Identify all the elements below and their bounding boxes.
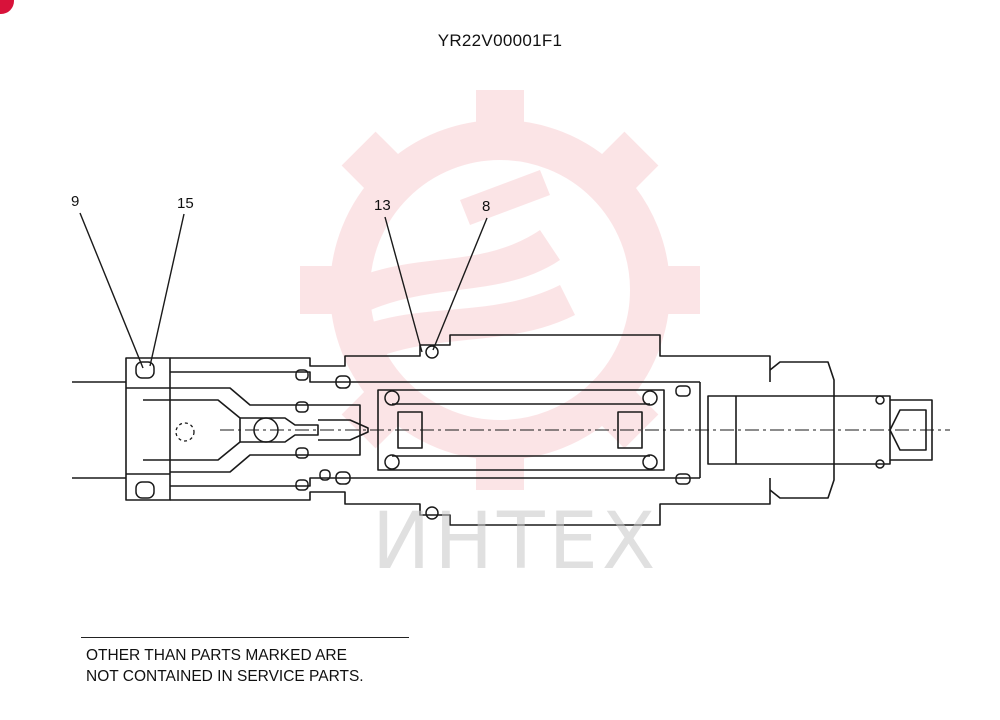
hidden-port-circle <box>175 422 195 442</box>
watermark-gear-icon <box>300 90 700 490</box>
footnote-line-1: OTHER THAN PARTS MARKED ARE <box>86 647 347 664</box>
callout-15: 15 <box>177 195 194 212</box>
callout-9: 9 <box>71 193 80 210</box>
callout-8: 8 <box>482 198 491 215</box>
footnote-rule <box>81 637 409 638</box>
watermark-text: ИНТЕХ <box>372 497 660 587</box>
o-rings <box>135 345 885 520</box>
footnote-line-2: NOT CONTAINED IN SERVICE PARTS. <box>86 668 364 685</box>
leader-lines <box>79 212 488 369</box>
drawing-code: YR22V00001F1 <box>437 31 563 50</box>
callout-13: 13 <box>374 197 391 214</box>
valve-body <box>72 334 933 526</box>
